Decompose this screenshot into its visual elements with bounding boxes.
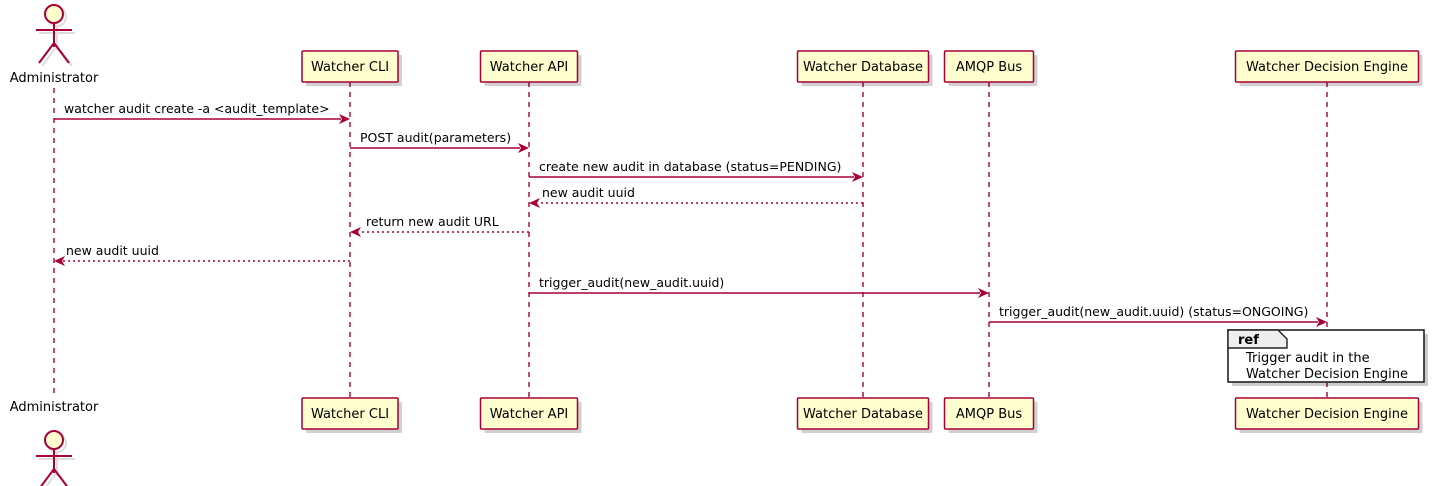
message-label: trigger_audit(new_audit.uuid) (status=ON… xyxy=(999,304,1308,319)
message-label: trigger_audit(new_audit.uuid) xyxy=(539,275,724,290)
participant-label: Watcher CLI xyxy=(311,407,389,422)
participant-box-rect xyxy=(796,50,930,83)
participant-label: Watcher Decision Engine xyxy=(1246,407,1408,422)
participant-label: Watcher Decision Engine xyxy=(1246,60,1408,75)
message-label: watcher audit create -a <audit_template> xyxy=(64,101,330,116)
message-arrowhead xyxy=(529,198,540,208)
message-arrowhead xyxy=(339,114,350,124)
participant-box-rect xyxy=(479,50,579,83)
ref-tab-label: ref xyxy=(1238,333,1259,348)
participant-box-watcher-cli-bottom[interactable]: Watcher CLI xyxy=(301,397,402,433)
participant-box-watcher-database-bottom[interactable]: Watcher Database xyxy=(796,397,933,433)
participant-label: AMQP Bus xyxy=(956,60,1022,75)
messages-layer: watcher audit create -a <audit_template>… xyxy=(54,101,1327,327)
actor-administrator-bottom[interactable]: Administrator xyxy=(10,400,99,486)
participant-box-watcher-api-top[interactable]: Watcher API xyxy=(479,50,582,86)
participant-box-watcher-decision-engine-top[interactable]: Watcher Decision Engine xyxy=(1234,50,1423,86)
message-2-watcher-cli-to-watcher-api: POST audit(parameters) xyxy=(350,130,529,153)
participant-box-amqp-bus-top[interactable]: AMQP Bus xyxy=(943,50,1038,86)
participant-label: Watcher Database xyxy=(803,407,923,422)
actor-head-icon xyxy=(44,4,64,24)
participant-box-rect xyxy=(796,397,930,430)
message-arrowhead xyxy=(518,143,529,153)
message-8-amqp-bus-to-watcher-decision-engine: trigger_audit(new_audit.uuid) (status=ON… xyxy=(989,304,1327,327)
participant-box-watcher-decision-engine-bottom[interactable]: Watcher Decision Engine xyxy=(1234,397,1423,433)
lifelines-layer xyxy=(53,82,1328,398)
message-label: new audit uuid xyxy=(66,243,159,258)
participant-label: Watcher API xyxy=(490,407,569,422)
participant-box-watcher-database-top[interactable]: Watcher Database xyxy=(796,50,933,86)
message-7-watcher-api-to-amqp-bus: trigger_audit(new_audit.uuid) xyxy=(529,275,989,298)
message-arrowhead xyxy=(978,288,989,298)
actor-body-icon xyxy=(36,450,72,486)
participant-box-rect xyxy=(479,397,579,430)
actor-label: Administrator xyxy=(10,400,99,415)
participant-label: AMQP Bus xyxy=(956,407,1022,422)
message-1-administrator-to-watcher-cli: watcher audit create -a <audit_template> xyxy=(54,101,350,124)
participant-box-rect xyxy=(1234,50,1420,83)
participant-label: Watcher CLI xyxy=(311,60,389,75)
message-5-watcher-api-to-watcher-cli: return new audit URL xyxy=(350,214,529,237)
message-4-watcher-database-to-watcher-api: new audit uuid xyxy=(529,185,863,208)
message-label: create new audit in database (status=PEN… xyxy=(539,159,841,174)
message-arrowhead xyxy=(852,172,863,182)
actor-administrator-top[interactable]: Administrator xyxy=(10,4,99,86)
participant-box-rect xyxy=(1234,397,1420,430)
message-arrowhead xyxy=(350,227,361,237)
participant-box-watcher-api-bottom[interactable]: Watcher API xyxy=(479,397,582,433)
participant-box-rect xyxy=(943,397,1035,430)
message-arrowhead xyxy=(1316,317,1327,327)
actor-head-icon xyxy=(44,430,64,450)
message-label: new audit uuid xyxy=(542,185,635,200)
ref-tab xyxy=(1227,329,1288,349)
message-label: return new audit URL xyxy=(366,214,499,229)
ref-body-line: Watcher Decision Engine xyxy=(1246,367,1408,382)
message-3-watcher-api-to-watcher-database: create new audit in database (status=PEN… xyxy=(529,159,863,182)
actor-body-icon xyxy=(36,24,72,64)
participant-box-watcher-cli-top[interactable]: Watcher CLI xyxy=(301,50,402,86)
participant-box-rect xyxy=(301,397,399,430)
participant-label: Watcher Database xyxy=(803,60,923,75)
message-label: POST audit(parameters) xyxy=(360,130,511,145)
participant-box-amqp-bus-bottom[interactable]: AMQP Bus xyxy=(943,397,1038,433)
ref-body-line: Trigger audit in the xyxy=(1245,351,1370,366)
participant-box-rect xyxy=(301,50,399,83)
participant-label: Watcher API xyxy=(490,60,569,75)
message-arrowhead xyxy=(54,256,65,266)
message-6-watcher-cli-to-administrator: new audit uuid xyxy=(54,243,350,266)
actor-label: Administrator xyxy=(10,71,99,86)
participant-box-rect xyxy=(943,50,1035,83)
